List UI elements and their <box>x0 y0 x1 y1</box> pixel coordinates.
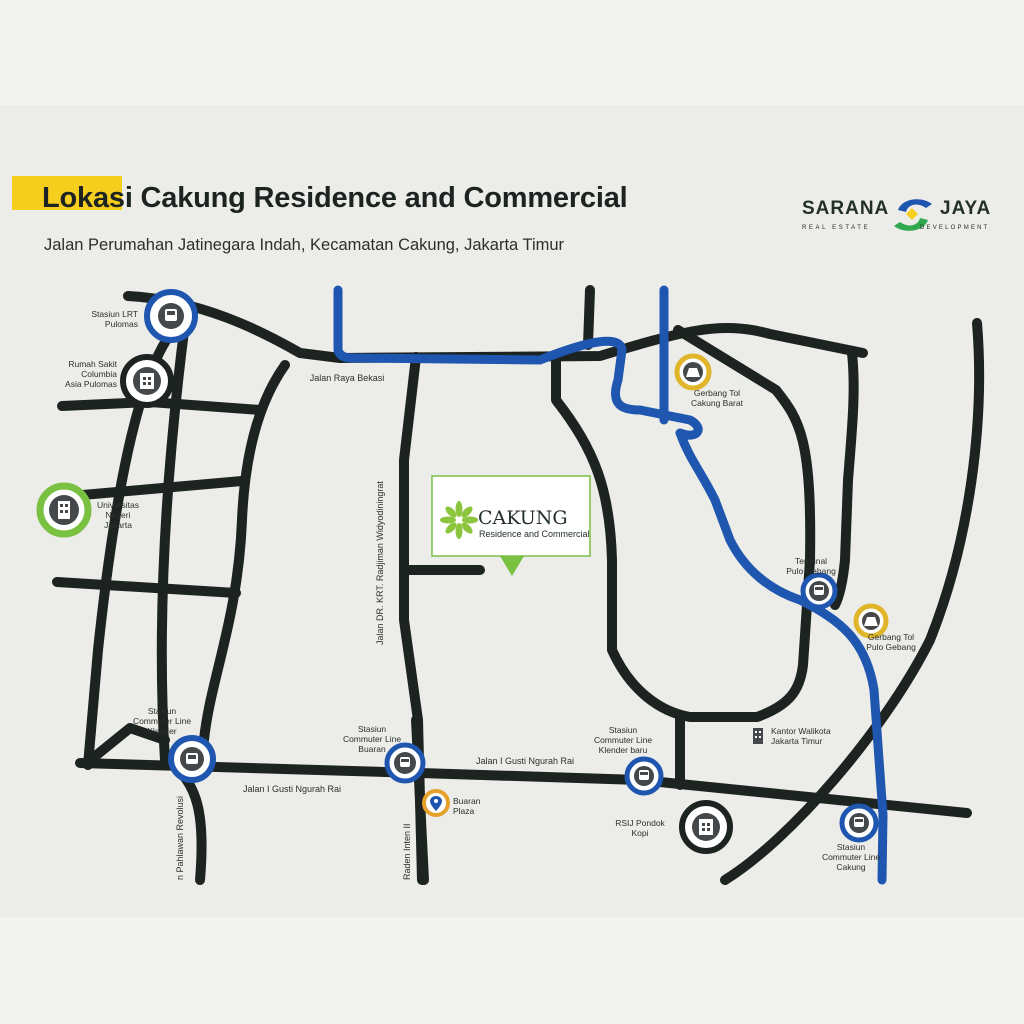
road-pahlawan <box>156 318 207 885</box>
page-title: Lokasi Cakung Residence and Commercial <box>42 182 628 215</box>
hospital-columbia[interactable]: Rumah Sakit Columbia Asia Pulomas <box>65 354 174 408</box>
label-rsij-2: Kopi <box>631 828 648 838</box>
buaran-plaza[interactable]: Buaran Plaza <box>422 789 481 817</box>
road-east-north <box>830 348 859 610</box>
station-lrt-pulomas[interactable]: Stasiun LRT Pulomas <box>91 289 198 343</box>
label-buaran-2: Commuter Line <box>343 734 401 744</box>
road-west-branch-4 <box>83 318 185 770</box>
road-far-east <box>720 318 985 885</box>
road-label-raden: Raden Inten II <box>402 823 412 880</box>
label-tol-cakung-2: Cakung Barat <box>691 398 744 408</box>
road-raya-bekasi <box>123 291 868 363</box>
road-label-gusti-2: Jalan I Gusti Ngurah Rai <box>243 784 341 794</box>
title-rest: Cakung Residence and Commercial <box>140 182 628 214</box>
road-gusti-ngurah-rai <box>75 758 972 818</box>
label-walikota-2: Jakarta Timur <box>771 736 823 746</box>
label-tol-cakung-1: Gerbang Tol <box>694 388 740 398</box>
station-cakung[interactable]: Stasiun Commuter Line Cakung <box>822 803 880 872</box>
label-klender-baru-2: Commuter Line <box>594 735 652 745</box>
label-cakung-st-2: Commuter Line <box>822 852 880 862</box>
sarana-jaya-logo: SARANA JAYA REAL ESTATE DEVELOPMENT <box>802 194 992 238</box>
toll-cakung-barat[interactable]: Gerbang Tol Cakung Barat <box>674 353 744 408</box>
label-pulo-gebang-2: Pulo Gebang <box>786 566 836 576</box>
label-buaran-plaza-1: Buaran <box>453 796 481 806</box>
logo-mark-icon <box>894 199 932 231</box>
label-klender-3: Klender <box>147 726 176 736</box>
label-buaran-1: Stasiun <box>358 724 387 734</box>
project-name: CAKUNG <box>478 507 568 529</box>
label-cakung-st-1: Stasiun <box>837 842 866 852</box>
road-west-branch-2 <box>55 476 247 502</box>
label-pulo-gebang-1: Terminal <box>795 556 827 566</box>
leaf-icon <box>440 501 478 539</box>
university-unj[interactable]: Universitas Negeri Jakarta <box>36 482 139 538</box>
label-lrt-1: Stasiun LRT <box>91 309 138 319</box>
office-walikota[interactable]: Kantor Walikota Jakarta Timur <box>753 726 831 746</box>
label-klender-baru-1: Stasiun <box>609 725 638 735</box>
road-label-gusti-1: Jalan I Gusti Ngurah Rai <box>476 756 574 766</box>
label-columbia-3: Asia Pulomas <box>65 379 117 389</box>
title-highlight <box>12 176 122 210</box>
label-columbia-1: Rumah Sakit <box>68 359 117 369</box>
logo-tagline-1: REAL ESTATE <box>802 225 871 231</box>
label-walikota-1: Kantor Walikota <box>771 726 831 736</box>
location-pin-icon <box>430 796 442 811</box>
road-klender-loop <box>83 723 170 767</box>
road-network <box>52 285 985 885</box>
label-unj-3: Jakarta <box>104 520 132 530</box>
page-subtitle: Jalan Perumahan Jatinegara Indah, Kecama… <box>44 236 565 254</box>
logo-tagline-2: DEVELOPMENT <box>920 225 990 231</box>
station-klender-baru[interactable]: Stasiun Commuter Line Klender baru <box>594 725 664 796</box>
label-tol-pulo-1: Gerbang Tol <box>868 632 914 642</box>
label-lrt-2: Pulomas <box>105 319 138 329</box>
logo-word-2: JAYA <box>940 198 992 219</box>
toll-pulo-gebang[interactable]: Gerbang Tol Pulo Gebang <box>853 603 916 652</box>
road-label-raya-bekasi: Jalan Raya Bekasi <box>310 373 385 383</box>
label-unj-1: Universitas <box>97 500 139 510</box>
label-buaran-plaza-2: Plaza <box>453 806 475 816</box>
label-unj-2: Negeri <box>105 510 130 520</box>
station-klender[interactable]: Stasiun Commuter Line Klender <box>133 706 216 783</box>
project-marker[interactable]: CAKUNG Residence and Commercial <box>431 475 591 576</box>
label-rsij-1: RSIJ Pondok <box>615 818 665 828</box>
road-label-radjiman: Jalan DR. KRT. Radjiman Widyodiningrat <box>375 481 385 645</box>
label-tol-pulo-2: Pulo Gebang <box>866 642 916 652</box>
label-cakung-st-3: Cakung <box>836 862 866 872</box>
station-buaran[interactable]: Stasiun Commuter Line Buaran <box>343 724 426 784</box>
terminal-pulo-gebang[interactable]: Terminal Pulo Gebang <box>786 556 838 610</box>
label-columbia-2: Columbia <box>81 369 117 379</box>
road-label-pahlawan: n Pahlawan Revolusi <box>175 796 185 880</box>
label-klender-2: Commuter Line <box>133 716 191 726</box>
label-klender-baru-3: Klender baru <box>599 745 648 755</box>
hospital-rsij-pondok-kopi[interactable]: RSIJ Pondok Kopi <box>615 800 733 854</box>
project-subtitle: Residence and Commercial <box>479 529 590 539</box>
road-west-inner <box>199 360 290 745</box>
label-klender-1: Stasiun <box>148 706 177 716</box>
road-east-loop <box>551 325 816 722</box>
title-highlight-word: Lokasi <box>42 182 133 214</box>
road-east-inner <box>583 285 595 350</box>
label-buaran-3: Buaran <box>358 744 386 754</box>
road-west-branch-3 <box>52 577 241 598</box>
logo-word-1: SARANA <box>802 198 890 219</box>
